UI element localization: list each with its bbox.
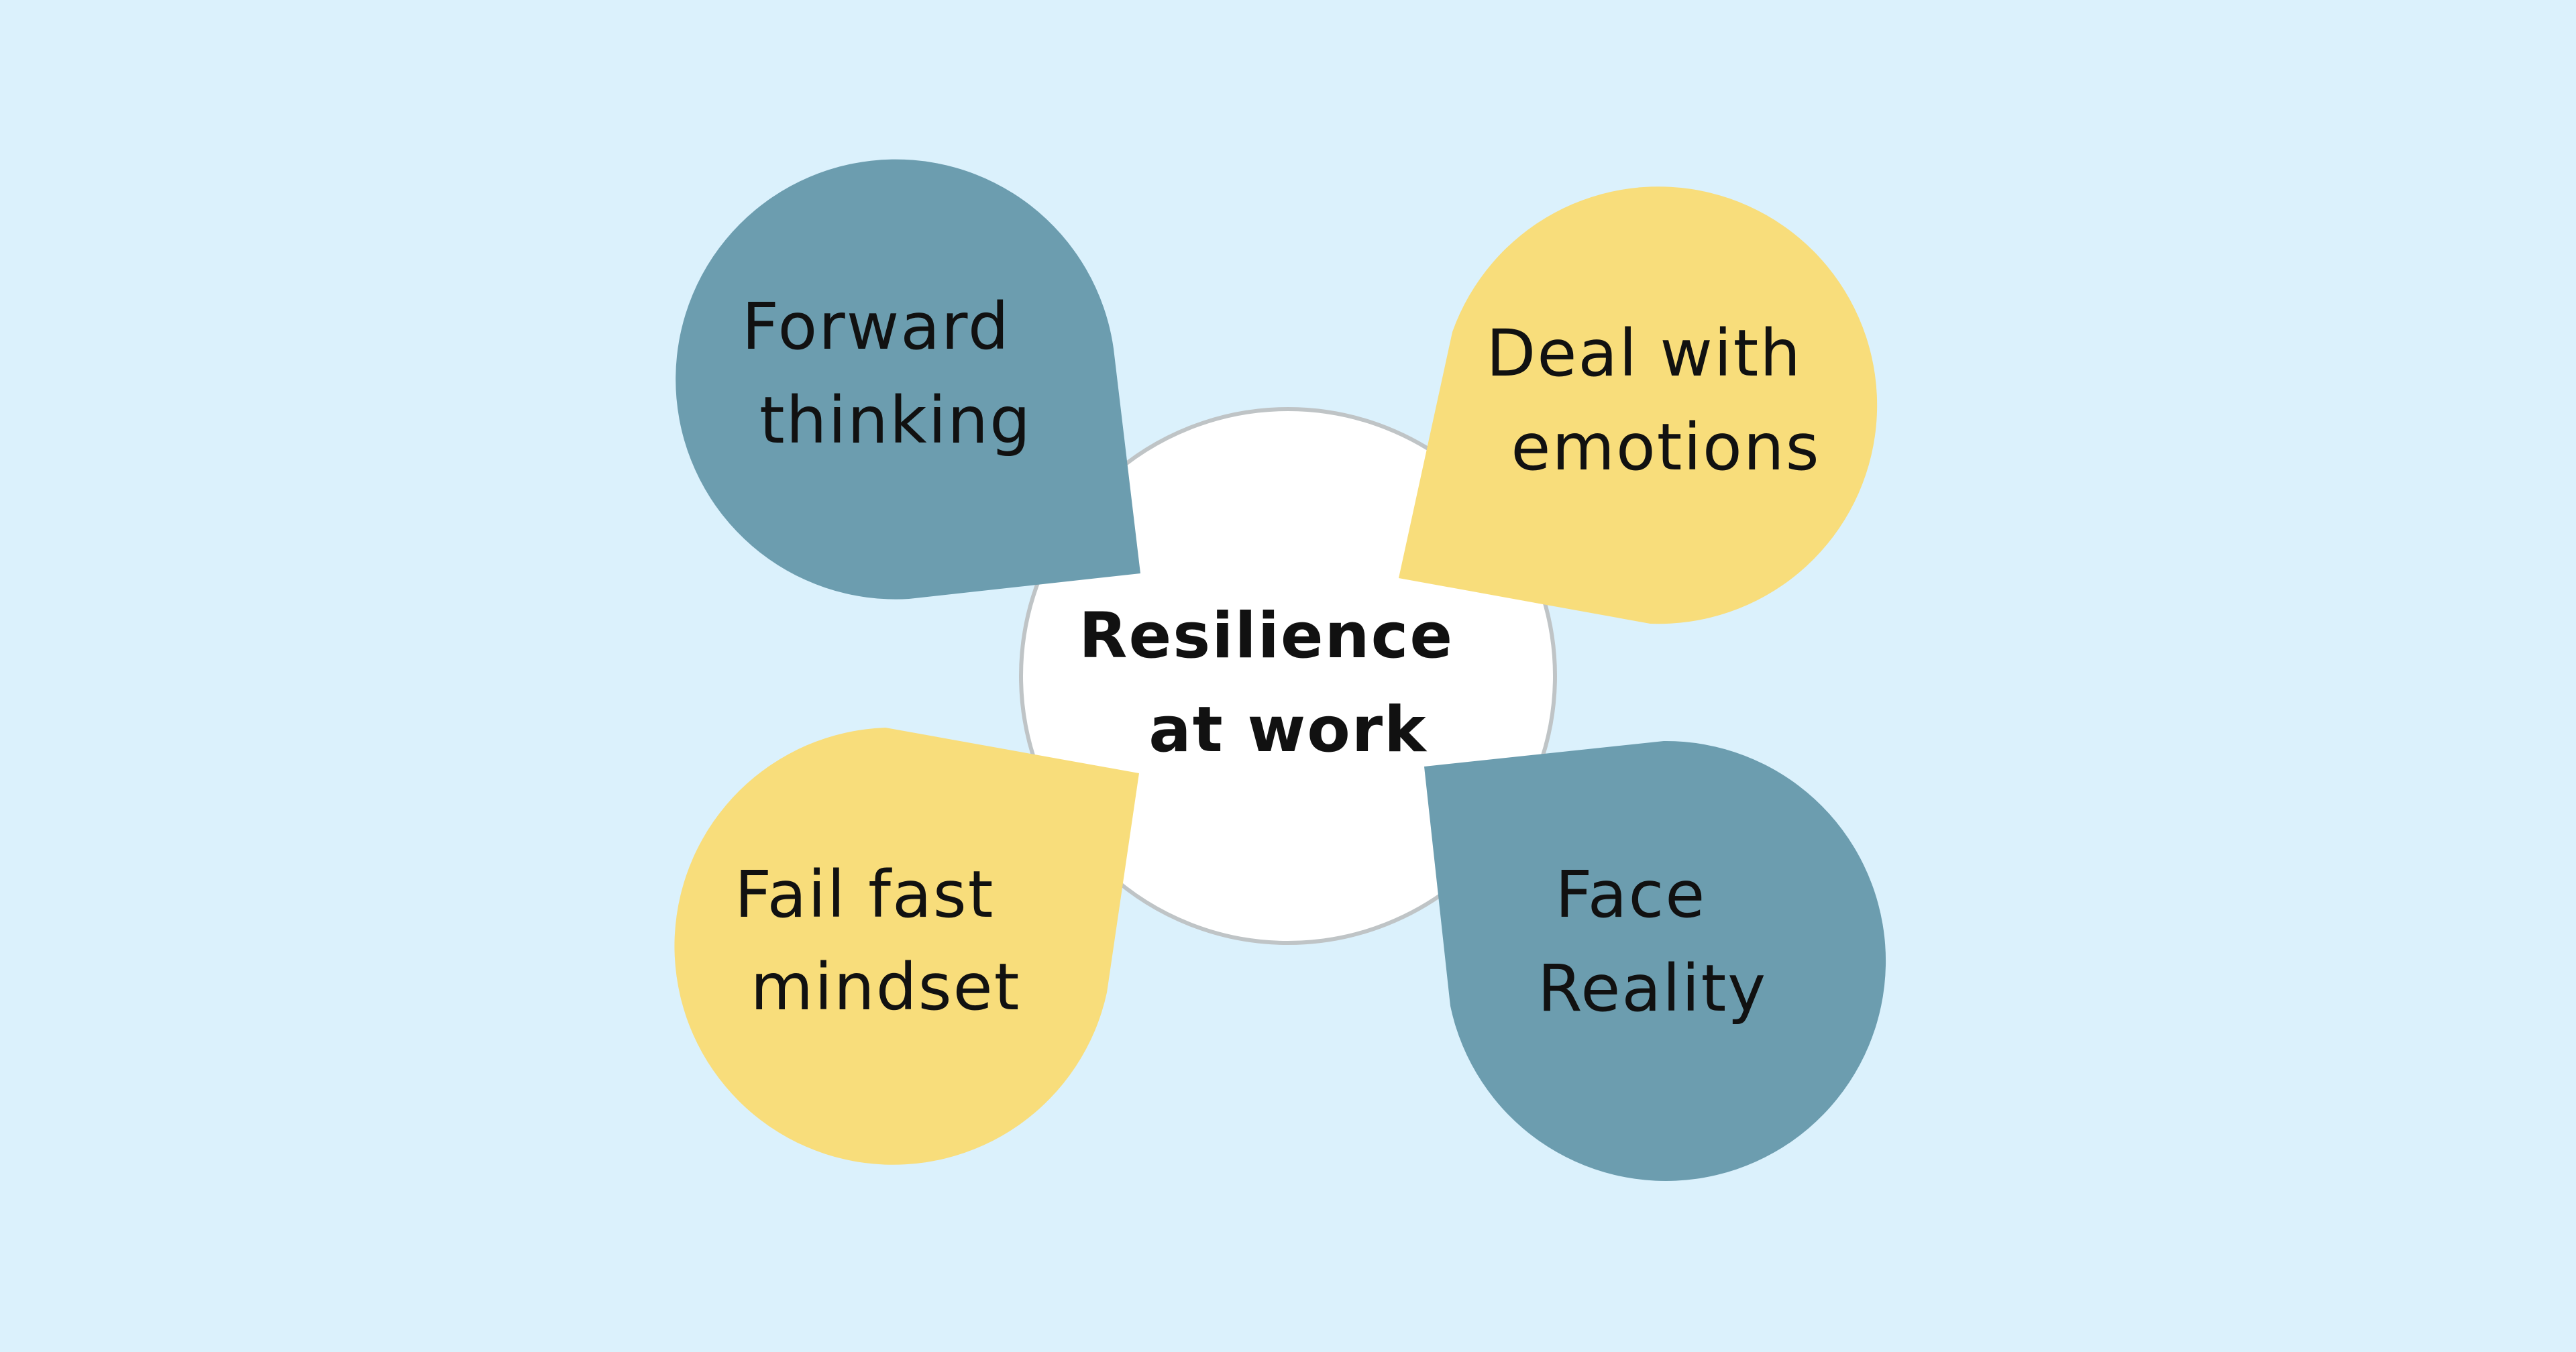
petal-bottom-right: Face Reality <box>1424 740 1886 1181</box>
petal-top-left: Forward thinking <box>676 159 1140 600</box>
petal-top-left-label: Forward thinking <box>742 289 1032 458</box>
petal-top-left-shape <box>676 159 1140 600</box>
petal-bottom-left-shape <box>674 728 1139 1165</box>
center-label: Resilience at work <box>1079 600 1477 767</box>
petal-top-right: Deal with emotions <box>1399 186 1878 624</box>
petal-top-right-shape <box>1399 186 1878 624</box>
petal-bottom-right-shape <box>1424 740 1886 1181</box>
petal-bottom-left: Fail fast mindset <box>674 728 1139 1165</box>
petal-bottom-right-label: Face Reality <box>1538 857 1767 1026</box>
petal-top-right-label: Deal with emotions <box>1486 316 1823 485</box>
petal-bottom-left-label: Fail fast mindset <box>735 857 1020 1025</box>
